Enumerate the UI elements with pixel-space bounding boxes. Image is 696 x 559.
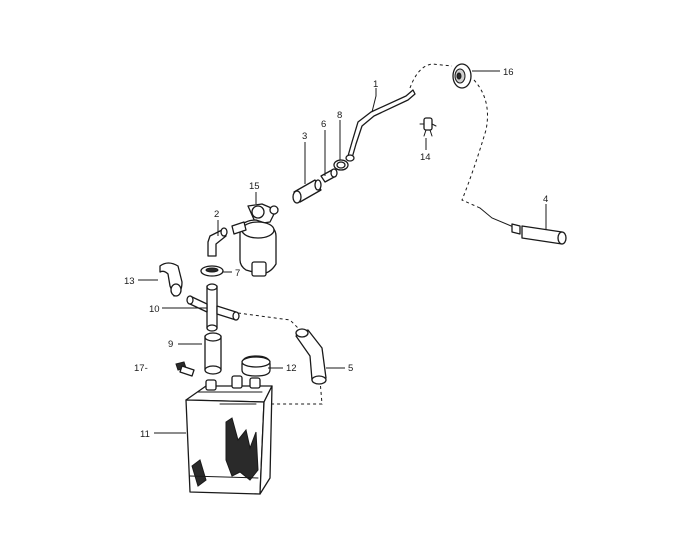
- callout-17: 17-: [134, 363, 148, 374]
- callout-14: 14: [420, 152, 431, 163]
- callout-labels: 1 2 3 4 5 6 7 8 9 10 11 12 13 14 15 16 1…: [124, 67, 548, 440]
- part-6-connector: [320, 168, 338, 183]
- callout-8: 8: [337, 110, 342, 121]
- part-2-elbow: [207, 227, 228, 257]
- part-11-canister: [185, 375, 273, 495]
- part-1-vapor-pipe: [345, 89, 416, 162]
- part-4-pipe: [479, 207, 567, 245]
- part-13-elbow-hose: [159, 262, 183, 297]
- callout-5: 5: [348, 363, 353, 374]
- part-7-clip: [200, 265, 224, 277]
- part-16-grommet: [452, 63, 472, 89]
- callout-3: 3: [302, 131, 307, 142]
- callout-7: 7: [235, 268, 240, 279]
- callout-2: 2: [214, 209, 219, 220]
- part-12-cap: [241, 355, 271, 377]
- part-9-hose: [204, 332, 222, 375]
- callout-10: 10: [149, 304, 160, 315]
- part-17-bolt: [175, 361, 195, 377]
- callout-11: 11: [140, 429, 150, 440]
- part-14-valve: [419, 117, 437, 137]
- leader-lines: [138, 70, 547, 434]
- callout-9: 9: [168, 339, 173, 350]
- callout-12: 12: [286, 363, 297, 374]
- callout-15: 15: [249, 181, 260, 192]
- part-5-elbow-hose: [295, 328, 327, 385]
- part-3-hose: [292, 179, 322, 204]
- dashed-routing-lines: [237, 63, 488, 405]
- callout-6: 6: [321, 119, 326, 130]
- callout-16: 16: [503, 67, 514, 78]
- callout-1: 1: [373, 79, 378, 90]
- part-15-solenoid-valve: [231, 203, 279, 277]
- callout-13: 13: [124, 276, 135, 287]
- part-8-clamp: [333, 159, 349, 171]
- callout-4: 4: [543, 194, 548, 205]
